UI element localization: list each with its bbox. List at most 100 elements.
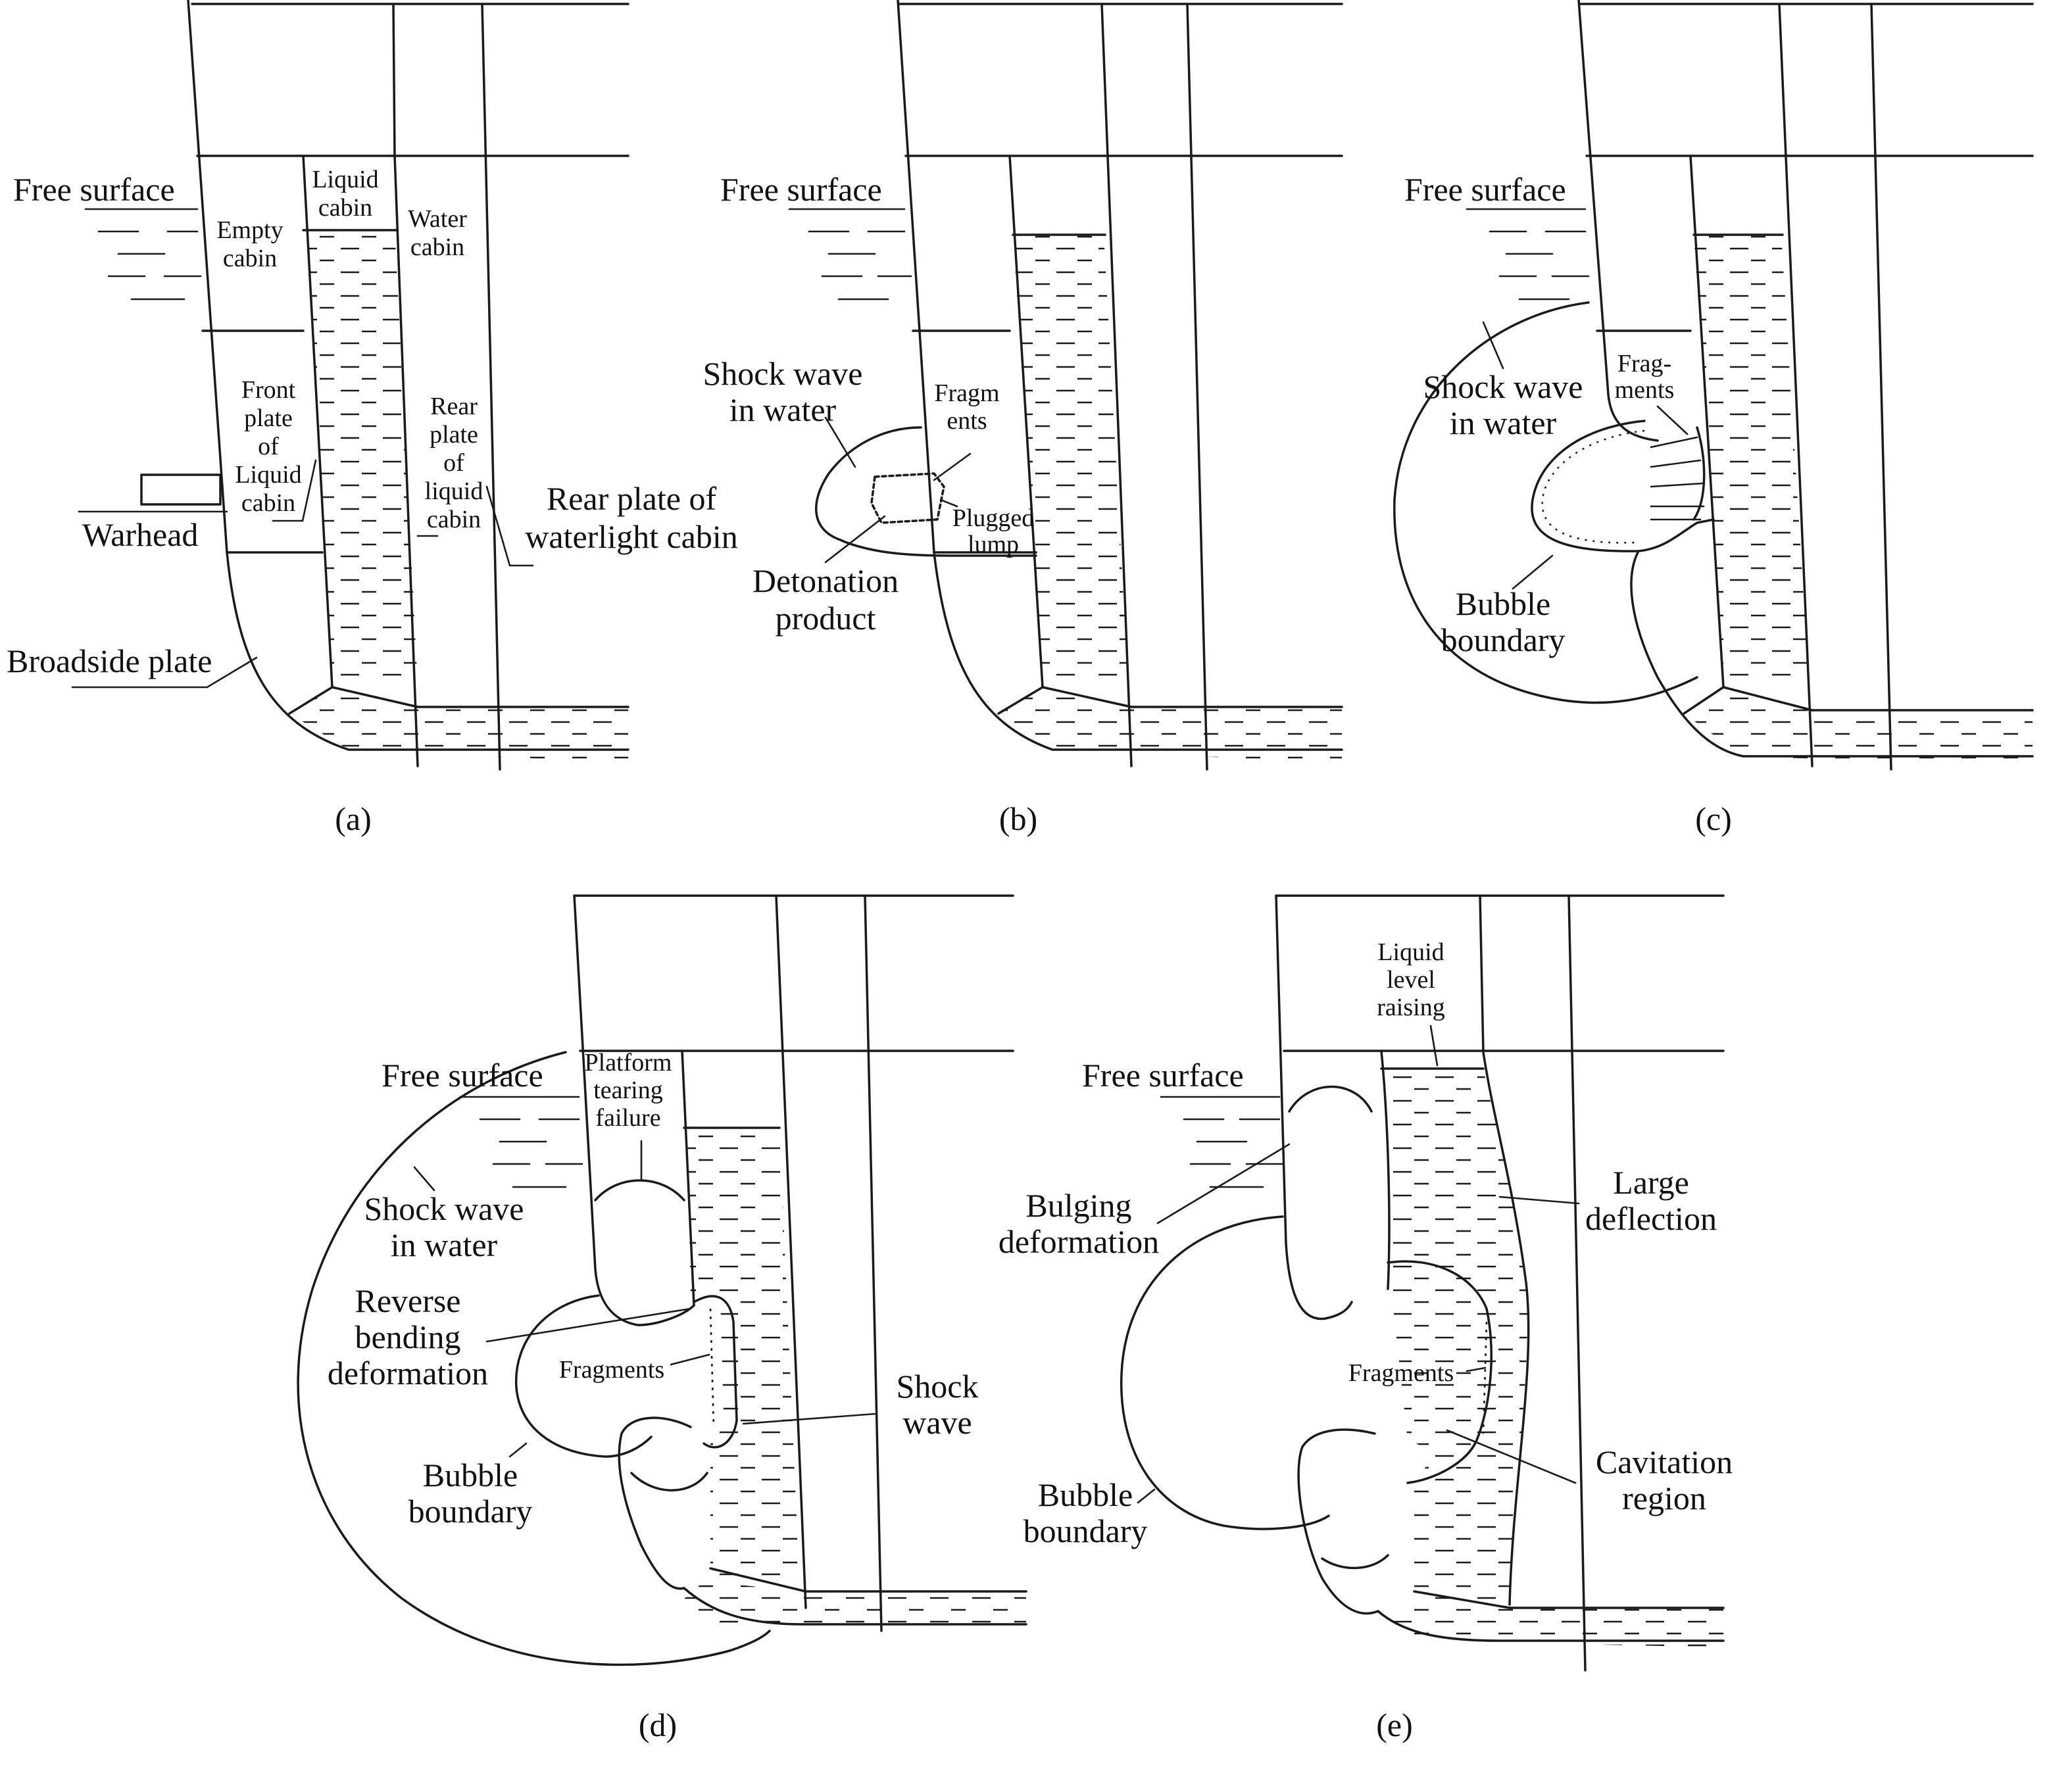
free-surface-label: Free surface — [382, 1057, 543, 1094]
rear-water-label-1: Rear plate of — [547, 480, 717, 517]
warhead-label: Warhead — [82, 516, 198, 553]
bulkhead-top — [392, 3, 396, 157]
bubble-leader — [1137, 1488, 1156, 1504]
panel-b: Free surface Shock wave in water Fragm e… — [703, 0, 1343, 837]
bulging-label-2: deformation — [999, 1223, 1159, 1260]
fragments-label: Fragments — [559, 1356, 664, 1384]
bottom-tank — [678, 1582, 1026, 1631]
reverse-label-2: bending — [355, 1319, 460, 1355]
rear-liquid-label-4: liquid — [425, 477, 483, 505]
liquid-fill — [1694, 235, 1809, 684]
reverse-label-1: Reverse — [355, 1282, 460, 1319]
water-dashes — [479, 1118, 583, 1188]
ship-hull-lower — [1630, 551, 2034, 758]
lower-hull-bulge — [618, 1416, 692, 1590]
fragment-rays — [1650, 426, 1706, 521]
lower-hull-bulge — [1297, 1428, 1379, 1615]
rear-plate-liquid — [1100, 3, 1133, 767]
platform-arc — [594, 1179, 685, 1201]
water-dashes — [1489, 230, 1590, 301]
rear-water-label-2: waterlight cabin — [525, 518, 738, 555]
shock-wave-label-1: Shock — [897, 1368, 979, 1405]
bubble-ticks — [1541, 429, 1645, 544]
plugged-label-1: Plugged — [952, 504, 1035, 532]
liquid-fill — [1013, 235, 1128, 684]
front-plate-leader — [272, 459, 317, 522]
bottom-tank — [1684, 687, 2033, 766]
bulging-label-1: Bulging — [1025, 1187, 1131, 1224]
rear-plate-liquid-deflected — [1479, 894, 1530, 1606]
rear-plate-water — [1870, 3, 1892, 771]
tank-left — [1683, 686, 1725, 715]
rear-plate-water — [1567, 894, 1587, 1672]
fragments-label-2: ents — [947, 407, 987, 435]
rear-plate-water — [481, 3, 501, 771]
ship-hull-upper — [1577, 0, 1659, 442]
free-surface-label: Free surface — [1404, 171, 1566, 208]
liquid-fill — [1388, 1069, 1528, 1605]
free-surface-label: Free surface — [720, 171, 882, 208]
liquid-level-label-3: raising — [1377, 994, 1444, 1021]
fragments-label-1: Frag- — [1617, 350, 1671, 377]
shock-wave-circle — [297, 1051, 771, 1666]
ship-hull — [897, 0, 1343, 751]
hull-upper — [573, 894, 695, 1326]
hull-upper — [1275, 894, 1353, 1320]
liquid-fill — [307, 230, 418, 684]
caption-a: (a) — [335, 800, 372, 837]
caption-d: (d) — [639, 1706, 677, 1743]
cavitation-leader — [1446, 1429, 1577, 1484]
panel-a: Free surface Empty cabin Liquid cabin Wa… — [7, 0, 738, 837]
bottom-tank — [1375, 1605, 1723, 1647]
bottom-tank — [999, 687, 1342, 763]
rear-liquid-label-2: plate — [430, 421, 478, 448]
empty-cabin-label-1: Empty — [216, 216, 283, 244]
ship-hull — [187, 0, 629, 751]
broadside-leader — [71, 656, 258, 689]
water-cabin-label-1: Water — [408, 205, 467, 233]
shock-wave-boundary — [814, 426, 1037, 557]
fragments-label-1: Fragm — [934, 379, 999, 407]
detonation-label-1: Detonation — [752, 562, 899, 599]
caption-c: (c) — [1695, 800, 1732, 837]
warhead-box — [140, 473, 222, 506]
plugged-leader — [939, 498, 958, 508]
bulging-leader — [1156, 1143, 1291, 1224]
front-plate-label-4: Liquid — [235, 461, 301, 489]
shock-leader — [824, 416, 856, 468]
bottom-tank — [289, 687, 628, 763]
free-surface-label: Free surface — [13, 171, 175, 208]
detonation-zone — [870, 472, 945, 524]
tank-left — [288, 686, 333, 715]
lower-arc — [630, 1472, 708, 1491]
rear-plate-water — [864, 894, 883, 1632]
bubble-leader — [508, 1442, 528, 1458]
liquid-level-label-2: level — [1387, 966, 1435, 994]
rear-liquid-label-3: of — [443, 449, 464, 477]
broadside-label: Broadside plate — [7, 642, 212, 679]
rear-plate-liquid — [775, 894, 807, 1609]
front-plate-label-5: cabin — [241, 489, 295, 517]
bubble-boundary — [1120, 1215, 1330, 1530]
front-plate-label-2: plate — [244, 404, 293, 432]
caption-e: (e) — [1376, 1706, 1413, 1743]
rear-water-leader — [485, 485, 534, 567]
reverse-leader — [485, 1307, 692, 1343]
platform-label-2: tearing — [593, 1077, 663, 1104]
bubble-label-1: Bubble — [1456, 585, 1550, 622]
fragments-leader — [670, 1353, 710, 1366]
bubble-leader — [1512, 554, 1554, 590]
cavitation-boundary — [1387, 1260, 1492, 1484]
shock-leader — [1482, 321, 1504, 370]
rear-liquid-label-1: Rear — [430, 393, 478, 420]
empty-cabin-label-2: cabin — [223, 245, 277, 272]
liquid-level-label-1: Liquid — [1377, 938, 1444, 966]
bubble-boundary — [1531, 420, 1715, 552]
free-surface-label: Free surface — [1082, 1057, 1244, 1094]
tank-diagonal — [331, 686, 419, 708]
shock-wave-label-1: Shock wave — [703, 355, 863, 392]
shock-water-label-1: Shock wave — [364, 1190, 524, 1227]
tank-diagonal — [1413, 1590, 1511, 1609]
plugged-label-2: lump — [968, 531, 1019, 558]
